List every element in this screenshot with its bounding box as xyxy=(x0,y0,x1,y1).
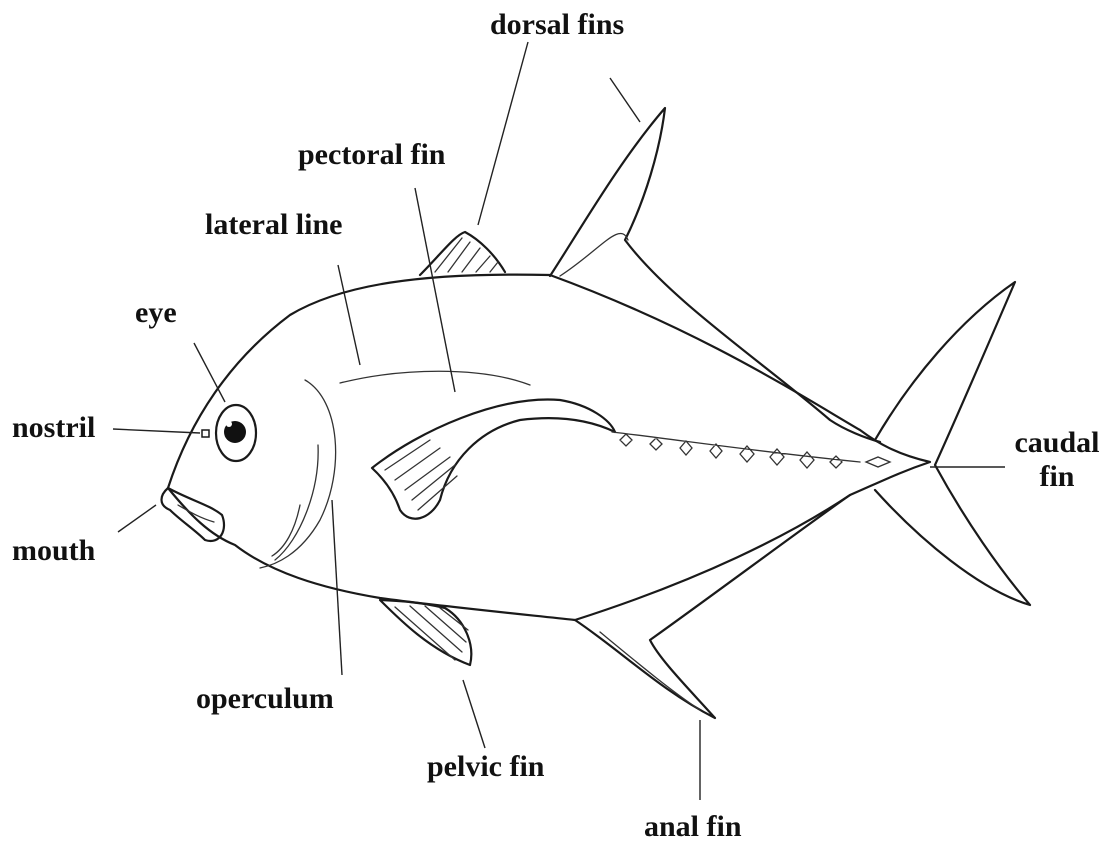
label-caudal-fin-line1: caudal xyxy=(1005,428,1109,458)
leader-eye xyxy=(194,343,225,402)
leader-pelvic-fin xyxy=(463,680,485,748)
pelvic-fin-shape xyxy=(380,600,471,665)
pectoral-fin-shape xyxy=(372,400,615,519)
label-caudal-fin: caudal fin xyxy=(1005,428,1109,492)
label-pectoral-fin: pectoral fin xyxy=(298,140,445,170)
label-anal-fin: anal fin xyxy=(644,812,742,841)
leader-nostril xyxy=(113,429,200,433)
fish-body-outline xyxy=(168,275,930,620)
leader-dorsal-fins-1 xyxy=(478,42,528,225)
label-operculum: operculum xyxy=(196,684,334,714)
leader-mouth xyxy=(118,505,156,532)
label-eye: eye xyxy=(135,298,177,328)
operculum-edge xyxy=(260,380,336,568)
leader-lateral-line xyxy=(338,265,360,365)
label-caudal-fin-line2: fin xyxy=(1005,462,1109,492)
scute-row xyxy=(612,432,890,468)
leader-pectoral-fin xyxy=(415,188,455,392)
eye-highlight xyxy=(226,421,232,427)
second-dorsal-fin-shape xyxy=(550,108,880,442)
leader-dorsal-fins-2 xyxy=(610,78,640,122)
label-nostril: nostril xyxy=(12,413,95,443)
lateral-line-shape xyxy=(340,371,530,385)
label-dorsal-fins: dorsal fins xyxy=(490,10,624,40)
operculum-line-2 xyxy=(275,445,318,560)
second-dorsal-fin-edge xyxy=(560,233,628,276)
nostril-shape xyxy=(202,430,209,437)
anal-fin-inner xyxy=(600,632,700,710)
label-pelvic-fin: pelvic fin xyxy=(427,752,545,782)
first-dorsal-fin-rays xyxy=(435,238,498,272)
label-lateral-line: lateral line xyxy=(205,210,342,240)
label-mouth: mouth xyxy=(12,536,95,566)
pelvic-fin-rays xyxy=(395,606,468,660)
